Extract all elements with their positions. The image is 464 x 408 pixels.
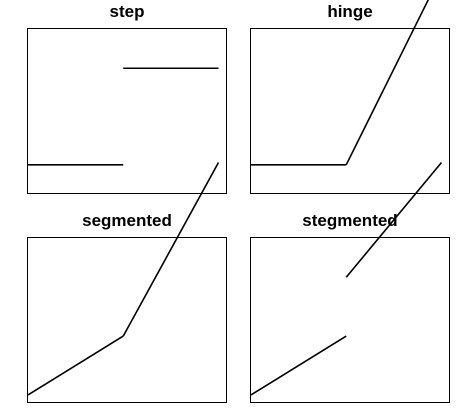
plot-area-hinge: [250, 0, 450, 194]
chart-svg-step: [28, 67, 219, 166]
panel-title-segmented: segmented: [82, 211, 172, 230]
panel-hinge: hinge: [250, 0, 450, 194]
plot-area-stegmented: [250, 162, 450, 403]
hinge-line-segment-0-1: [345, 0, 430, 166]
chart-svg-stegmented: [250, 162, 443, 396]
stegmented-line-segment-1-0: [345, 162, 443, 278]
chart-svg-hinge: [251, 0, 430, 166]
chart-svg-segmented: [27, 162, 220, 396]
stegmented-line-segment-0-0: [250, 335, 347, 396]
panel-title-step: step: [109, 2, 145, 21]
segmented-line-segment-0-1: [122, 162, 220, 337]
panel-stegmented: stegmented: [250, 162, 450, 403]
panel-title-stegmented: stegmented: [302, 211, 398, 230]
plot-area-segmented: [27, 162, 227, 403]
segmented-line-segment-0-0: [27, 335, 124, 396]
plot-area-step: [27, 28, 227, 194]
panel-step: step: [27, 0, 227, 194]
panel-title-hinge: hinge: [327, 2, 373, 21]
panel-segmented: segmented: [27, 162, 227, 403]
